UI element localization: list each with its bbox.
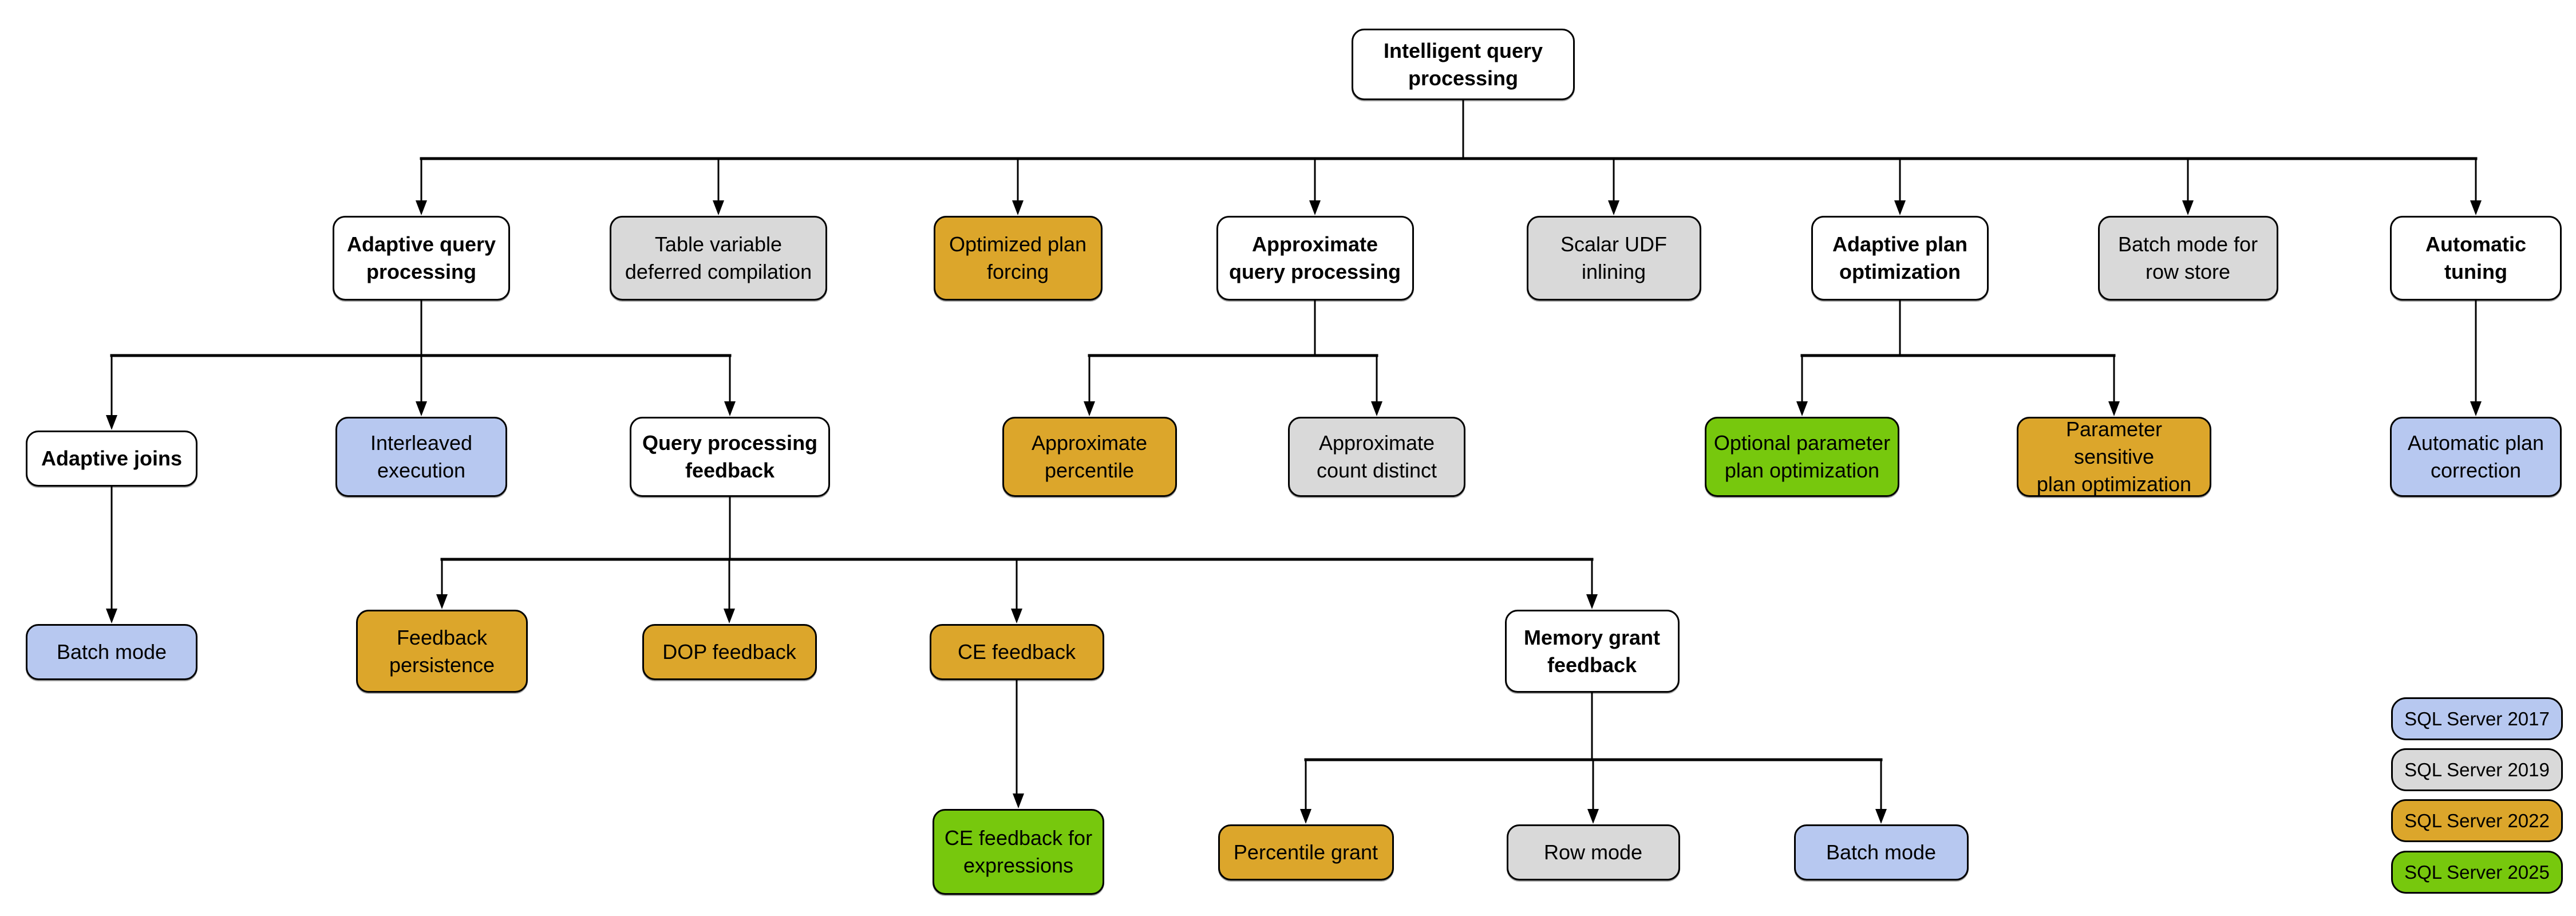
- node-label-optional-parameter-plan-optimization: Optional parameter plan optimization: [1713, 431, 1891, 482]
- legend-sql-server-2022: SQL Server 2022: [2391, 799, 2563, 842]
- node-automatic-tuning: Automatic tuning: [2390, 216, 2562, 301]
- node-label-scalar-udf-inlining: Scalar UDF inlining: [1560, 232, 1668, 283]
- legend-sql-server-2025: SQL Server 2025: [2391, 851, 2563, 894]
- legend-label-sql-server-2022: SQL Server 2022: [2404, 810, 2550, 831]
- legend-label-sql-server-2017: SQL Server 2017: [2404, 708, 2550, 729]
- node-label-adaptive-query-processing: Adaptive query processing: [346, 232, 496, 283]
- arrow-into-row-mode: [1587, 809, 1599, 824]
- node-batch-mode-for-row-store: Batch mode for row store: [2097, 216, 2278, 301]
- node-label-approximate-count-distinct: Approximate count distinct: [1316, 431, 1437, 482]
- node-row-mode: Row mode: [1506, 824, 1680, 881]
- node-adaptive-joins: Adaptive joins: [26, 431, 197, 487]
- node-ce-feedback-for-expressions: CE feedback for expressions: [933, 809, 1104, 895]
- arrow-into-dop-feedback: [724, 609, 735, 623]
- legend-sql-server-2017: SQL Server 2017: [2391, 697, 2563, 740]
- node-query-processing-feedback: Query processing feedback: [630, 417, 830, 497]
- node-label-memory-grant-feedback: Memory grant feedback: [1523, 625, 1661, 677]
- node-label-query-processing-feedback: Query processing feedback: [642, 431, 818, 482]
- node-label-interleaved-execution: Interleaved execution: [370, 431, 473, 482]
- node-adaptive-query-processing: Adaptive query processing: [333, 216, 510, 301]
- node-label-dop-feedback: DOP feedback: [662, 640, 796, 664]
- node-optional-parameter-plan-optimization: Optional parameter plan optimization: [1705, 417, 1899, 497]
- node-label-feedback-persistence: Feedback persistence: [389, 625, 495, 677]
- arrow-into-ce-feedback-for-expressions: [1013, 793, 1024, 808]
- arrow-into-approximate-query-processing: [1309, 200, 1321, 215]
- arrow-into-scalar-udf-inlining: [1608, 200, 1619, 215]
- node-label-row-mode: Row mode: [1543, 840, 1643, 864]
- node-batch-mode-memory-grant: Batch mode: [1793, 824, 1969, 881]
- arrow-into-percentile-grant: [1300, 809, 1311, 824]
- node-label-intelligent-query-processing: Intelligent query processing: [1383, 38, 1543, 90]
- node-label-automatic-plan-correction: Automatic plan correction: [2407, 431, 2545, 482]
- node-intelligent-query-processing: Intelligent query processing: [1352, 29, 1575, 100]
- arrow-into-interleaved-execution: [416, 401, 427, 416]
- legend-label-sql-server-2025: SQL Server 2025: [2404, 861, 2550, 883]
- arrow-into-approximate-percentile: [1084, 401, 1095, 416]
- node-label-adaptive-plan-optimization: Adaptive plan optimization: [1832, 232, 1968, 283]
- node-label-percentile-grant: Percentile grant: [1233, 840, 1378, 864]
- legend-sql-server-2019: SQL Server 2019: [2391, 748, 2563, 791]
- arrow-into-adaptive-joins: [106, 415, 117, 430]
- node-label-automatic-tuning: Automatic tuning: [2425, 232, 2526, 283]
- arrow-into-automatic-tuning: [2470, 200, 2482, 215]
- node-dop-feedback: DOP feedback: [642, 624, 817, 680]
- arrow-into-batch-mode-memory-grant: [1875, 809, 1887, 824]
- node-ce-feedback: CE feedback: [929, 624, 1104, 680]
- node-optimized-plan-forcing: Optimized plan forcing: [933, 216, 1103, 301]
- arrow-into-batch-mode-for-row-store: [2182, 200, 2194, 215]
- node-approximate-count-distinct: Approximate count distinct: [1288, 417, 1465, 497]
- arrow-into-ce-feedback: [1011, 609, 1022, 623]
- node-automatic-plan-correction: Automatic plan correction: [2390, 417, 2562, 497]
- arrow-into-batch-mode-adaptive-joins: [106, 609, 117, 623]
- node-approximate-query-processing: Approximate query processing: [1216, 216, 1414, 301]
- legend-label-sql-server-2019: SQL Server 2019: [2404, 759, 2550, 780]
- arrow-into-optional-parameter-plan-optimization: [1796, 401, 1808, 416]
- node-percentile-grant: Percentile grant: [1218, 824, 1394, 881]
- node-label-approximate-percentile: Approximate percentile: [1031, 431, 1148, 482]
- node-feedback-persistence: Feedback persistence: [356, 610, 528, 693]
- node-label-batch-mode-adaptive-joins: Batch mode: [56, 640, 167, 664]
- node-label-parameter-sensitive-plan-optimization: Parameter sensitive plan optimization: [2036, 417, 2192, 496]
- node-memory-grant-feedback: Memory grant feedback: [1504, 610, 1680, 693]
- node-approximate-percentile: Approximate percentile: [1002, 417, 1177, 497]
- node-interleaved-execution: Interleaved execution: [335, 417, 507, 497]
- arrow-into-memory-grant-feedback: [1586, 594, 1598, 609]
- arrow-into-adaptive-plan-optimization: [1894, 200, 1906, 215]
- node-adaptive-plan-optimization: Adaptive plan optimization: [1811, 216, 1989, 301]
- arrow-into-automatic-plan-correction: [2470, 401, 2482, 416]
- node-label-table-variable-deferred-compilation: Table variable deferred compilation: [625, 232, 812, 283]
- arrow-into-table-variable-deferred-compilation: [713, 200, 724, 215]
- node-batch-mode-adaptive-joins: Batch mode: [26, 624, 197, 680]
- node-label-batch-mode-memory-grant: Batch mode: [1826, 840, 1937, 864]
- arrow-into-parameter-sensitive-plan-optimization: [2108, 401, 2120, 416]
- node-label-optimized-plan-forcing: Optimized plan forcing: [949, 232, 1087, 283]
- node-label-ce-feedback: CE feedback: [957, 640, 1076, 664]
- node-label-adaptive-joins: Adaptive joins: [41, 447, 183, 471]
- node-scalar-udf-inlining: Scalar UDF inlining: [1526, 216, 1701, 301]
- arrow-into-feedback-persistence: [436, 594, 448, 609]
- node-label-ce-feedback-for-expressions: CE feedback for expressions: [944, 826, 1093, 877]
- node-label-batch-mode-for-row-store: Batch mode for row store: [2117, 232, 2258, 283]
- node-parameter-sensitive-plan-optimization: Parameter sensitive plan optimization: [2017, 417, 2211, 497]
- arrow-into-adaptive-query-processing: [416, 200, 427, 215]
- node-label-approximate-query-processing: Approximate query processing: [1228, 232, 1401, 283]
- node-table-variable-deferred-compilation: Table variable deferred compilation: [610, 216, 827, 301]
- arrow-into-query-processing-feedback: [724, 401, 736, 416]
- arrow-into-approximate-count-distinct: [1371, 401, 1382, 416]
- arrow-into-optimized-plan-forcing: [1012, 200, 1024, 215]
